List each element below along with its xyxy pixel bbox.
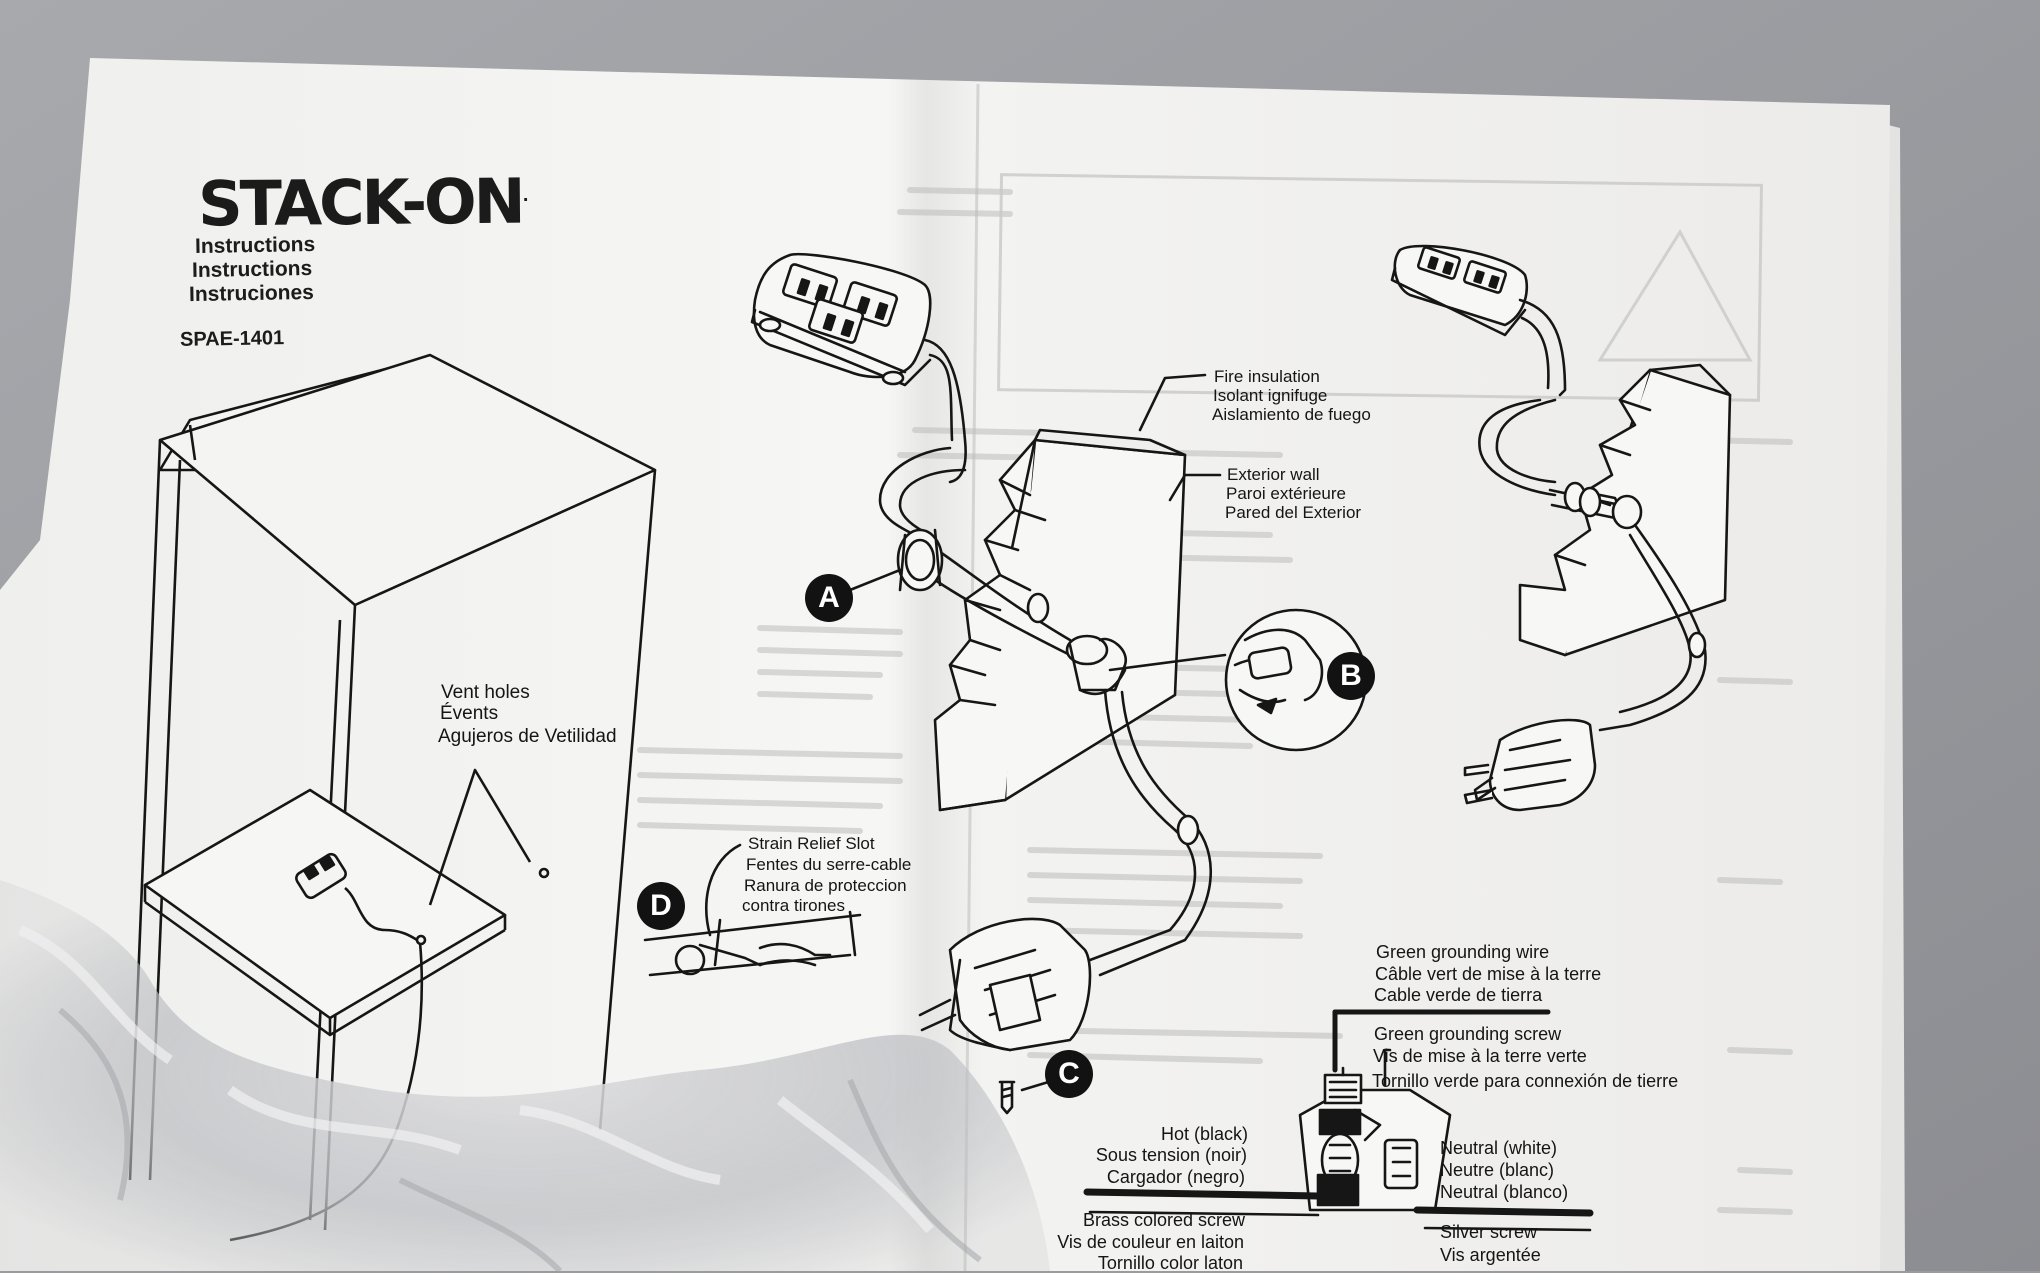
exterior-wall-fr: Paroi extérieure [1226, 484, 1347, 503]
strain-relief-en: Strain Relief Slot [748, 834, 875, 853]
hot-es: Cargador (negro) [1106, 1167, 1245, 1187]
neutral-en: Neutral (white) [1440, 1138, 1558, 1158]
green-screw-es: Tornillo verde para connexión de tierre [1372, 1071, 1679, 1091]
vent-holes-es: Agujeros de Vetilidad [438, 726, 617, 747]
brand-logo: STACK-ON. [197, 164, 529, 241]
exterior-wall-es: Pared del Exterior [1225, 503, 1362, 522]
step-badge-b: B [1327, 652, 1375, 700]
subtitle-french: Instructions [191, 256, 313, 283]
plastic-bag [0, 880, 1050, 1271]
hot-fr: Sous tension (noir) [1095, 1145, 1247, 1165]
green-wire-es: Cable verde de tierra [1374, 985, 1543, 1005]
subtitle-english: Instructions [194, 232, 316, 259]
strain-relief-fr: Fentes du serre-cable [746, 855, 912, 874]
vent-holes-en: Vent holes [441, 682, 530, 703]
fire-insulation-en: Fire insulation [1214, 367, 1320, 386]
strain-relief-es-1: Ranura de proteccion [744, 876, 907, 895]
paper-sheet [0, 58, 1890, 1271]
green-screw-en: Green grounding screw [1374, 1024, 1562, 1044]
silver-screw-fr: Vis argentée [1440, 1245, 1541, 1265]
neutral-fr: Neutre (blanc) [1440, 1160, 1555, 1180]
step-badge-a: A [805, 574, 853, 622]
subtitle-spanish: Instruciones [188, 280, 315, 307]
hot-en: Hot (black) [1160, 1124, 1248, 1144]
fire-insulation-es: Aislamiento de fuego [1212, 405, 1371, 424]
neutral-es: Neutral (blanco) [1440, 1182, 1569, 1202]
brass-screw-es: Tornillo color laton [1097, 1253, 1243, 1273]
step-badge-c: C [1045, 1050, 1093, 1098]
green-wire-en: Green grounding wire [1376, 942, 1550, 962]
brass-screw-fr: Vis de couleur en laiton [1057, 1232, 1244, 1252]
model-number: SPAE-1401 [179, 327, 285, 351]
exterior-wall-en: Exterior wall [1227, 465, 1320, 484]
strain-relief-es-2: contra tirones [742, 896, 845, 915]
vent-holes-fr: Évents [440, 703, 499, 724]
silver-screw-en: Silver screw [1440, 1222, 1538, 1242]
brass-screw-en: Brass colored screw [1082, 1210, 1245, 1230]
step-badge-d: D [637, 882, 685, 930]
green-screw-fr: Vis de mise à la terre verte [1373, 1046, 1587, 1066]
fire-insulation-fr: Isolant ignifuge [1213, 386, 1328, 405]
green-wire-fr: Câble vert de mise à la terre [1375, 964, 1602, 984]
